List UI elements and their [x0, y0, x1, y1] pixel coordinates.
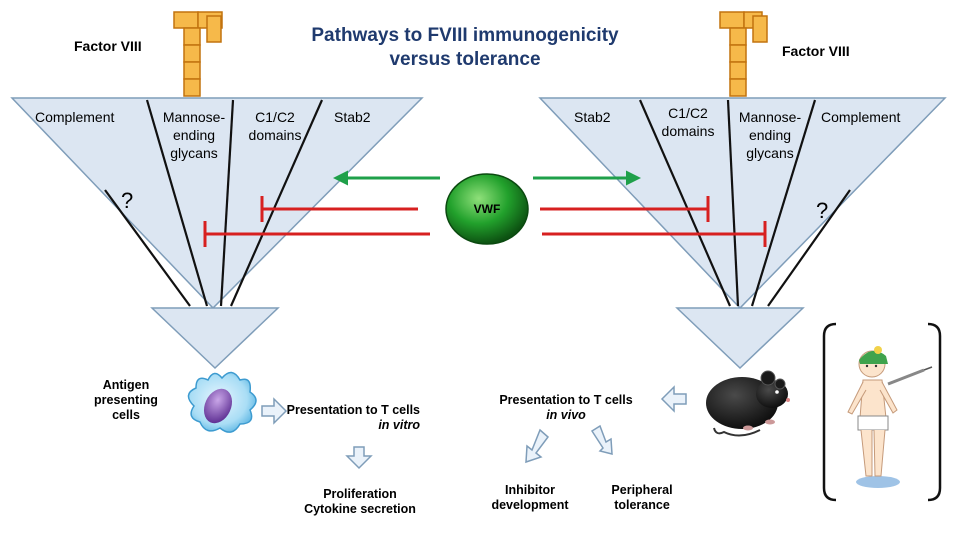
outcome-peripheral-tolerance: Peripheral tolerance [611, 483, 673, 512]
title-line-2: versus tolerance [389, 49, 541, 70]
diagram-title: Pathways to FVIII immunogenicity versus … [250, 24, 680, 72]
apc-label: Antigen presenting cells [94, 378, 158, 422]
patient-child-icon [847, 346, 933, 488]
outcome-inhibitor-development: Inhibitor development [491, 483, 569, 512]
factor-viii-icon-left [173, 11, 223, 97]
vwf-sphere [445, 173, 529, 245]
factor-viii-label-right: Factor VIII [782, 43, 850, 59]
right-seg-complement: Complement [821, 109, 901, 125]
right-seg-stab2: Stab2 [574, 109, 611, 125]
left-seg-mannose: Mannose- ending glycans [162, 109, 226, 161]
right-funnel [538, 97, 947, 370]
vwf-inhibition-lines [203, 196, 767, 247]
factor-viii-label-left: Factor VIII [74, 38, 142, 54]
left-outcome: Proliferation Cytokine secretion [304, 487, 416, 516]
left-seg-c1c2: C1/C2 domains [248, 109, 302, 143]
hollow-arrows [261, 385, 687, 470]
vwf-label: VWF [473, 202, 501, 216]
antigen-presenting-cell-icon [187, 371, 257, 433]
right-seg-mannose: Mannose- ending glycans [738, 109, 802, 161]
presentation-in-vivo: Presentation to T cells in vivo [499, 393, 633, 422]
presentation-in-vitro: Presentation to T cells in vitro [286, 403, 420, 432]
left-seg-stab2: Stab2 [334, 109, 371, 125]
left-question-mark: ? [121, 188, 134, 213]
right-question-mark: ? [816, 198, 829, 223]
right-seg-c1c2: C1/C2 domains [661, 105, 715, 139]
left-funnel [10, 97, 424, 370]
mouse-icon [706, 370, 790, 437]
title-line-1: Pathways to FVIII immunogenicity [311, 25, 619, 46]
left-seg-complement: Complement [35, 109, 115, 125]
patient-bracket [822, 322, 942, 502]
factor-viii-icon-right [719, 11, 768, 97]
